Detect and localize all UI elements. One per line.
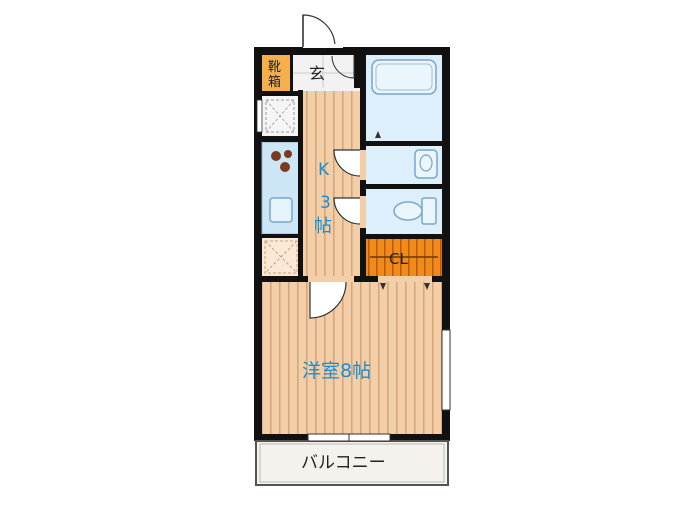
- room-door-swing: [309, 281, 347, 319]
- side-window: [441, 329, 451, 411]
- front-door-swing: [302, 14, 336, 48]
- toilet-bowl: [393, 201, 423, 221]
- entrance-label: 玄: [309, 64, 325, 83]
- stove-burner: [284, 150, 292, 158]
- shoe-box-label-1: 靴: [268, 60, 281, 75]
- kitchen-label-k: K: [318, 160, 330, 180]
- toilet-door-swing: [333, 197, 361, 225]
- shoe-box-label-2: 箱: [268, 74, 281, 90]
- kitchen-floor: [303, 90, 360, 276]
- washroom-door-swing: [333, 149, 361, 177]
- western-room-floor: [262, 282, 442, 434]
- shoe-box: [262, 55, 290, 91]
- stove-burner: [271, 151, 281, 161]
- closet-label: CL: [389, 250, 408, 268]
- bathtub: [371, 59, 437, 95]
- kitchen-label-size: 3: [320, 193, 331, 213]
- balcony-inner-line: [259, 443, 445, 483]
- stove-burner: [280, 162, 290, 172]
- toilet-tank: [421, 197, 437, 225]
- wash-basin: [414, 149, 438, 179]
- entrance-window: [256, 99, 263, 133]
- bath-door-swing: [331, 55, 355, 79]
- balcony-label: バルコニー: [301, 453, 386, 473]
- western-room-label: 洋室8帖: [302, 360, 371, 382]
- kitchen-label-unit: 帖: [314, 216, 332, 237]
- sink: [269, 197, 293, 223]
- balcony: [255, 440, 449, 486]
